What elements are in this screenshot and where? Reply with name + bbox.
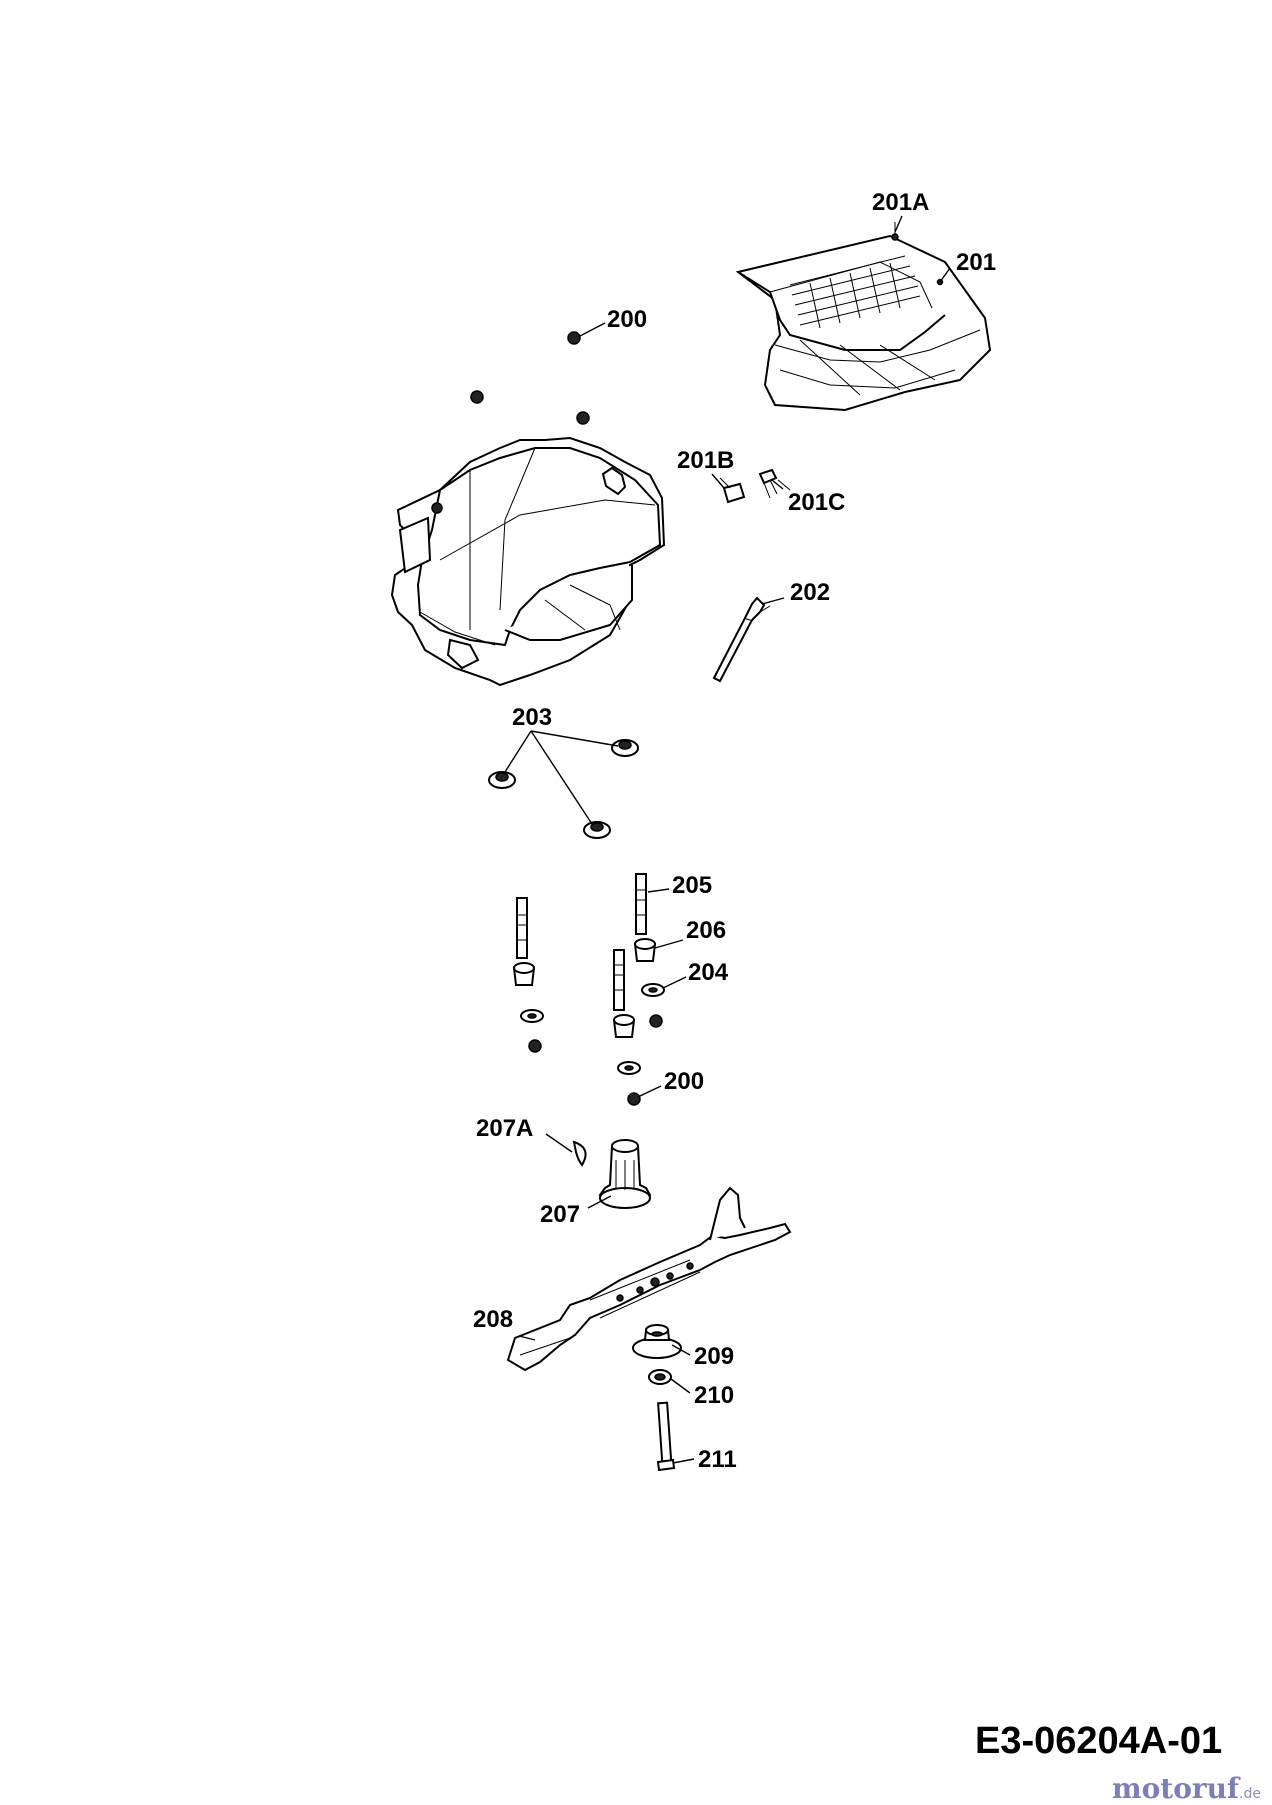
callout-210: 210 [694, 1382, 734, 1409]
callout-labels: 201A 201 200 201B 201C 202 203 205 206 2… [473, 189, 996, 1473]
part-200-nuts-top [470, 331, 590, 425]
part-202-rod [712, 596, 771, 683]
callout-200-top: 200 [607, 306, 647, 333]
callout-203: 203 [512, 704, 552, 731]
part-203-grommets [488, 739, 639, 839]
watermark-logo: motoruf.de [1112, 1772, 1261, 1805]
callout-201A: 201A [872, 189, 929, 216]
callout-204: 204 [688, 959, 729, 986]
callout-211: 211 [698, 1446, 737, 1473]
callout-207: 207 [540, 1201, 580, 1228]
engine-assembly [390, 436, 666, 687]
callout-201B: 201B [677, 447, 734, 474]
part-201-grass-bag-cover [735, 222, 992, 412]
callout-201: 201 [956, 249, 996, 276]
drawing-number: E3-06204A-01 [975, 1720, 1223, 1762]
part-210-washer [648, 1369, 672, 1385]
callout-206: 206 [686, 917, 726, 944]
callout-207A: 207A [476, 1115, 533, 1142]
part-207-blade-adapter [598, 1139, 652, 1209]
part-208-blade [506, 1186, 792, 1372]
part-201C-screw [758, 468, 791, 499]
part-211-bolt [656, 1401, 676, 1472]
leader-lines [504, 215, 951, 1464]
part-201B-clip [719, 477, 746, 504]
part-200-nuts-bottom [528, 1014, 663, 1106]
callout-200-bottom: 200 [664, 1068, 704, 1095]
callout-208: 208 [473, 1306, 513, 1333]
watermark-name: motoruf [1112, 1772, 1240, 1805]
callout-202: 202 [790, 579, 830, 606]
watermark-tld: .de [1239, 1786, 1262, 1802]
part-206-spacers [512, 938, 657, 1038]
callout-201C: 201C [788, 489, 845, 516]
part-209-retainer [632, 1324, 682, 1359]
part-204-washers [520, 983, 665, 1075]
callout-209: 209 [694, 1343, 734, 1370]
callout-205: 205 [672, 872, 712, 899]
part-207A-woodruff-key [572, 1140, 587, 1167]
part-205-studs [516, 873, 647, 1011]
